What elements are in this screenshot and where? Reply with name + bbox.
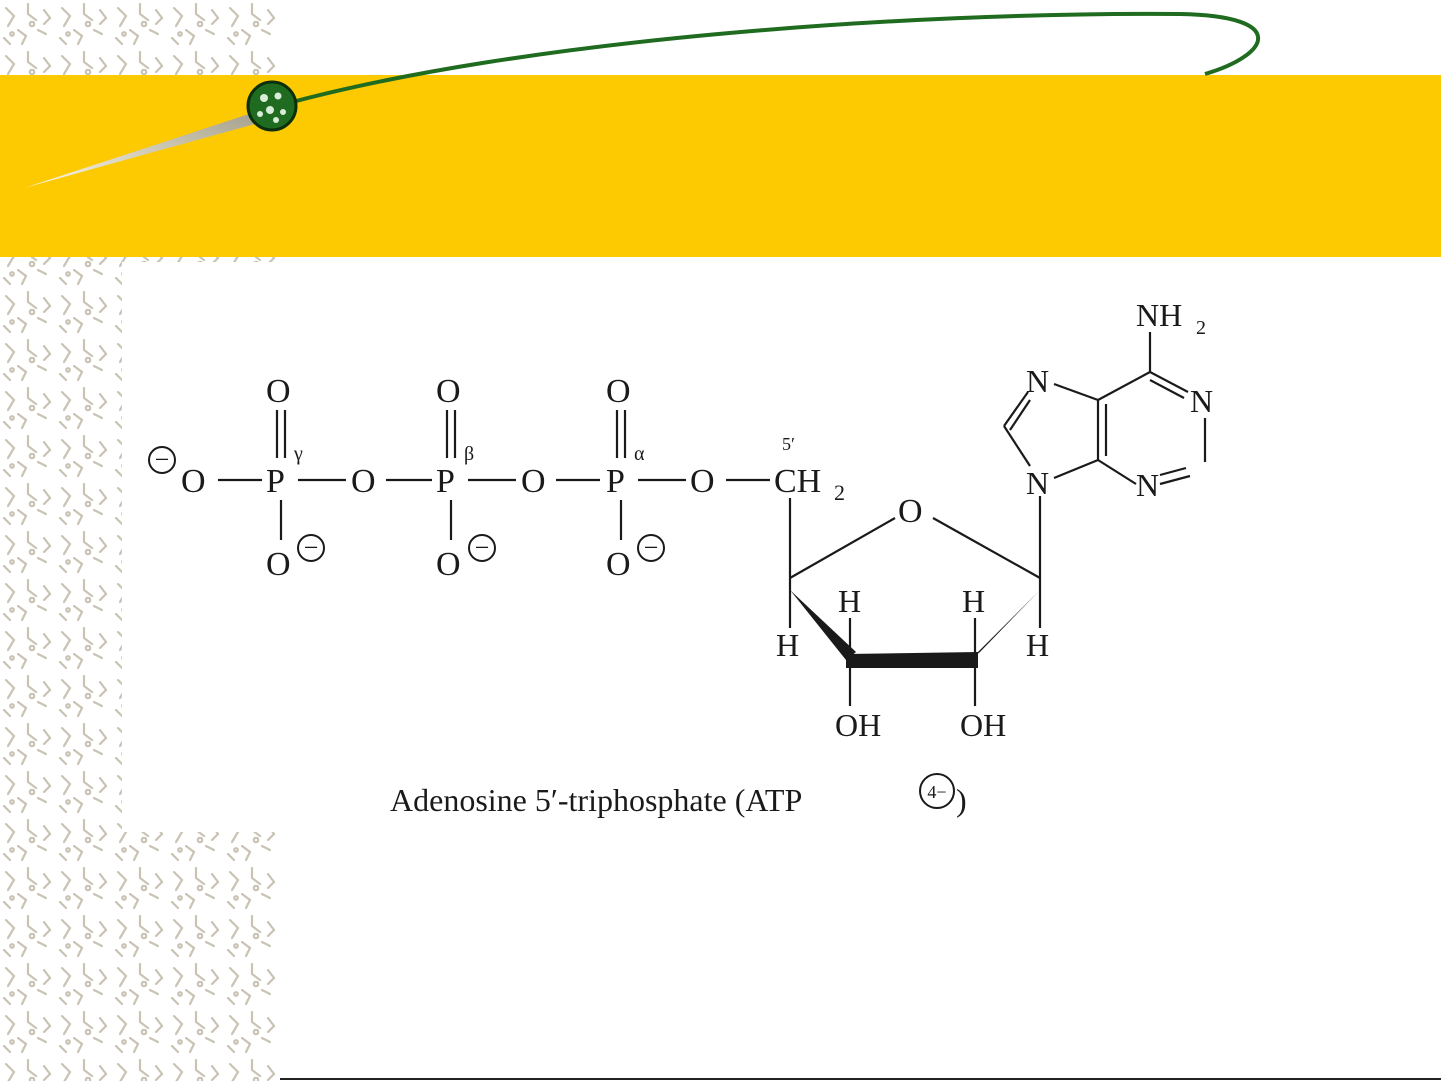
- charge-minus-3: −: [475, 533, 490, 562]
- atom-o-top-beta: O: [436, 373, 461, 410]
- atom-ch2: CH: [774, 463, 821, 500]
- atom-o-bridge-3: O: [690, 463, 715, 500]
- charge-minus-4: −: [644, 533, 659, 562]
- atom-n1: N: [1190, 383, 1213, 419]
- atom-o-bottom-gamma: O: [266, 546, 291, 583]
- atom-n9: N: [1026, 465, 1049, 501]
- atom-o-terminal: O: [181, 463, 206, 500]
- atom-n7: N: [1026, 363, 1049, 399]
- atom-o-bridge-1: O: [351, 463, 376, 500]
- atom-oh-c3: OH: [835, 707, 881, 743]
- bottom-rule: [280, 1078, 1441, 1080]
- atom-n3: N: [1136, 467, 1159, 503]
- atom-ring-o: O: [898, 493, 923, 530]
- atom-o-bridge-2: O: [521, 463, 546, 500]
- label-5-prime: 5′: [782, 434, 795, 454]
- label-gamma: γ: [293, 443, 303, 465]
- atom-o-bottom-alpha: O: [606, 546, 631, 583]
- atom-o-top-gamma: O: [266, 373, 291, 410]
- atom-p-gamma: P: [266, 463, 285, 500]
- atom-oh-c2: OH: [960, 707, 1006, 743]
- atom-ch2-subscript: 2: [834, 480, 845, 505]
- atom-h-c4: H: [776, 627, 799, 663]
- atom-nh2-subscript: 2: [1196, 317, 1206, 339]
- atom-o-bottom-beta: O: [436, 546, 461, 583]
- caption-charge: 4−: [927, 782, 946, 802]
- atom-h-c2: H: [962, 583, 985, 619]
- atom-p-alpha: P: [606, 463, 625, 500]
- caption-close-paren: ): [956, 782, 967, 818]
- atom-o-top-alpha: O: [606, 373, 631, 410]
- label-beta: β: [464, 443, 474, 465]
- atom-nh2: NH: [1136, 297, 1182, 333]
- atom-h-c3: H: [838, 583, 861, 619]
- atom-p-beta: P: [436, 463, 455, 500]
- caption-text: Adenosine 5′-triphosphate (ATP: [390, 782, 802, 818]
- charge-minus-2: −: [304, 533, 319, 562]
- atom-h-c1: H: [1026, 627, 1049, 663]
- charge-minus-1: −: [155, 445, 170, 474]
- label-alpha: α: [634, 443, 645, 465]
